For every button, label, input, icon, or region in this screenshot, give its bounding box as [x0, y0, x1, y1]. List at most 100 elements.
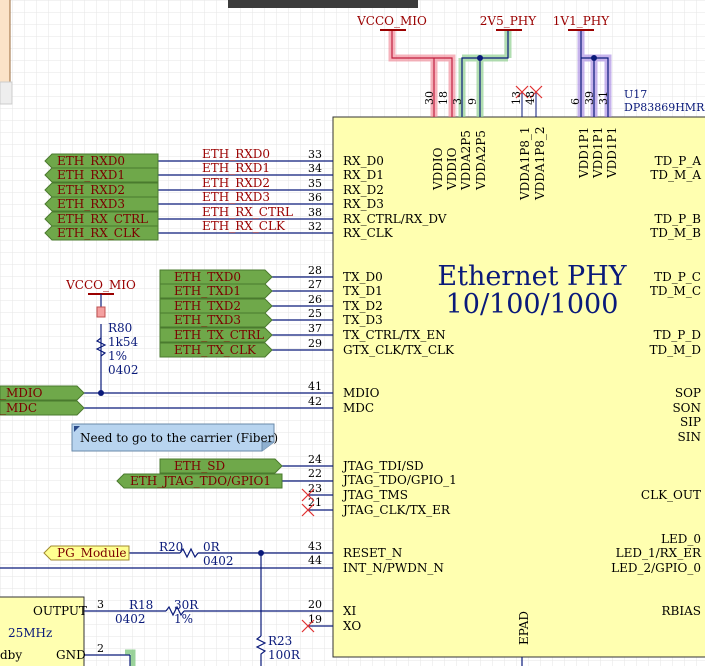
svg-text:25: 25 [308, 307, 322, 320]
osc-gnd-num: 2 [97, 642, 104, 655]
svg-text:SIP: SIP [680, 415, 701, 429]
svg-text:VDDIO: VDDIO [431, 147, 445, 191]
svg-text:MDIO: MDIO [343, 386, 380, 400]
svg-text:ETH_TX_CLK: ETH_TX_CLK [174, 343, 257, 357]
note-text: Need to go to the carrier (Fiber) [80, 431, 278, 445]
r80-symbol[interactable] [95, 337, 107, 357]
r18-ref: R18 [129, 598, 153, 612]
svg-text:TD_M_B: TD_M_B [650, 226, 701, 240]
svg-text:22: 22 [308, 467, 322, 480]
svg-text:42: 42 [308, 395, 322, 408]
svg-text:29: 29 [308, 337, 322, 350]
port-eth-rxd2: ETH_RXD2 [44, 182, 159, 198]
svg-text:MDC: MDC [343, 401, 374, 415]
svg-text:TX_CTRL/TX_EN: TX_CTRL/TX_EN [343, 328, 446, 342]
svg-text:27: 27 [308, 278, 322, 291]
svg-text:ETH_RXD0: ETH_RXD0 [202, 147, 270, 161]
reset-junction [258, 550, 264, 556]
svg-text:35: 35 [308, 177, 322, 190]
svg-text:21: 21 [308, 496, 322, 509]
oscillator[interactable]: OUTPUT 3 25MHz dby GND 2 [0, 596, 104, 666]
svg-text:GTX_CLK/TX_CLK: GTX_CLK/TX_CLK [343, 343, 455, 357]
rx-ports[interactable]: ETH_RXD0 ETH_RXD1 ETH_RXD2 ETH_RXD3 ETH_… [44, 153, 159, 241]
svg-text:RX_D1: RX_D1 [343, 168, 384, 182]
svg-text:INT_N/PWDN_N: INT_N/PWDN_N [343, 561, 444, 575]
svg-text:RESET_N: RESET_N [343, 546, 402, 560]
svg-text:PG_Module: PG_Module [57, 546, 127, 560]
svg-text:38: 38 [308, 206, 322, 219]
port-mdc: _MDC [0, 400, 85, 416]
port-mdio: _MDIO [0, 385, 85, 401]
mdio-ports[interactable]: _MDIO _MDC [0, 385, 85, 416]
osc-output-label: OUTPUT [33, 604, 87, 618]
svg-text:TX_D2: TX_D2 [343, 299, 383, 313]
svg-text:JTAG_TMS: JTAG_TMS [341, 488, 408, 502]
svg-text:33: 33 [308, 148, 322, 161]
svg-text:ETH_TXD3: ETH_TXD3 [174, 313, 241, 327]
left-pin-names: RX_D0 RX_D1 RX_D2 RX_D3 RX_CTRL/RX_DV RX… [341, 154, 457, 633]
svg-text:ETH_RX_CTRL: ETH_RX_CTRL [57, 212, 148, 226]
svg-text:ETH_TXD1: ETH_TXD1 [174, 284, 241, 298]
svg-text:44: 44 [308, 554, 322, 567]
note-box[interactable]: Need to go to the carrier (Fiber) [71, 423, 278, 452]
xtal-wires [84, 610, 333, 666]
svg-text:13: 13 [510, 91, 523, 105]
right-pin-names: TD_P_A TD_M_A TD_P_B TD_M_B TD_P_C TD_M_… [611, 154, 702, 618]
jtag-no-connect [301, 488, 315, 517]
svg-text:VDD1P1: VDD1P1 [591, 127, 605, 179]
svg-text:JTAG_TDI/SD: JTAG_TDI/SD [341, 459, 424, 473]
svg-text:36: 36 [308, 191, 322, 204]
svg-text:ETH_TXD2: ETH_TXD2 [174, 299, 241, 313]
rail-label-vcco-mio: VCCO_MIO [356, 14, 427, 28]
svg-text:ETH_RXD1: ETH_RXD1 [202, 161, 270, 175]
svg-text:26: 26 [308, 293, 322, 306]
offscreen-component-fragment[interactable] [0, 0, 11, 83]
r80-tol: 1% [108, 349, 127, 363]
svg-text:ETH_SD: ETH_SD [174, 459, 225, 473]
svg-text:_MDC: _MDC [0, 401, 37, 415]
toolbar-fragment[interactable] [228, 0, 418, 8]
port-pg-module[interactable]: PG_Module [43, 545, 130, 561]
svg-text:SOP: SOP [675, 386, 701, 400]
svg-text:TD_P_D: TD_P_D [654, 328, 701, 342]
svg-text:31: 31 [597, 91, 610, 105]
svg-text:18: 18 [437, 91, 450, 105]
svg-text:6: 6 [569, 98, 582, 105]
svg-text:_MDIO: _MDIO [0, 386, 43, 400]
port-eth-rx-clk: ETH_RX_CLK [44, 225, 159, 241]
svg-text:34: 34 [308, 162, 322, 175]
port-eth-tx-ctrl: ETH_TX_CTRL [159, 327, 273, 343]
r18-symbol[interactable] [165, 605, 185, 617]
svg-text:ETH_RX_CLK: ETH_RX_CLK [57, 226, 141, 240]
svg-text:SIN: SIN [678, 430, 701, 444]
r20-symbol[interactable] [179, 547, 199, 559]
svg-text:VDDA1P8_1: VDDA1P8_1 [518, 126, 532, 201]
port-eth-txd1: ETH_TXD1 [159, 283, 273, 299]
r23-ref: R23 [268, 634, 292, 648]
left-pin-numbers: 33 34 35 36 38 32 28 27 26 25 37 29 41 4… [308, 148, 322, 626]
svg-text:24: 24 [308, 453, 322, 466]
ic-title-line2: 10/100/1000 [446, 289, 619, 320]
port-eth-jtag-tdo: ETH_JTAG_TDO/GPIO1 [116, 473, 283, 489]
svg-text:48: 48 [524, 91, 537, 105]
osc-gnd-label: GND [56, 648, 86, 662]
svg-text:TD_P_C: TD_P_C [654, 270, 701, 284]
r23-symbol[interactable] [255, 635, 267, 666]
jtag-wires [282, 465, 333, 511]
rx-wires [158, 160, 333, 234]
tx-ports[interactable]: ETH_TXD0 ETH_TXD1 ETH_TXD2 ETH_TXD3 ETH_… [159, 269, 273, 358]
port-eth-rxd1: ETH_RXD1 [44, 167, 159, 183]
svg-text:XI: XI [343, 604, 357, 618]
svg-text:XO: XO [343, 619, 361, 633]
ic-body[interactable] [332, 116, 705, 658]
svg-text:ETH_RXD2: ETH_RXD2 [202, 176, 270, 190]
r18-pkg: 0402 [115, 612, 146, 626]
jtag-ports[interactable]: ETH_SD ETH_JTAG_TDO/GPIO1 [116, 458, 283, 489]
port-eth-rx-ctrl: ETH_RX_CTRL [44, 211, 159, 227]
svg-text:ETH_RXD3: ETH_RXD3 [57, 197, 125, 211]
ic-part: DP83869HMR [624, 101, 705, 114]
svg-text:TD_M_D: TD_M_D [649, 343, 701, 357]
svg-text:RX_D2: RX_D2 [343, 183, 384, 197]
r20-pkg: 0402 [203, 554, 234, 568]
